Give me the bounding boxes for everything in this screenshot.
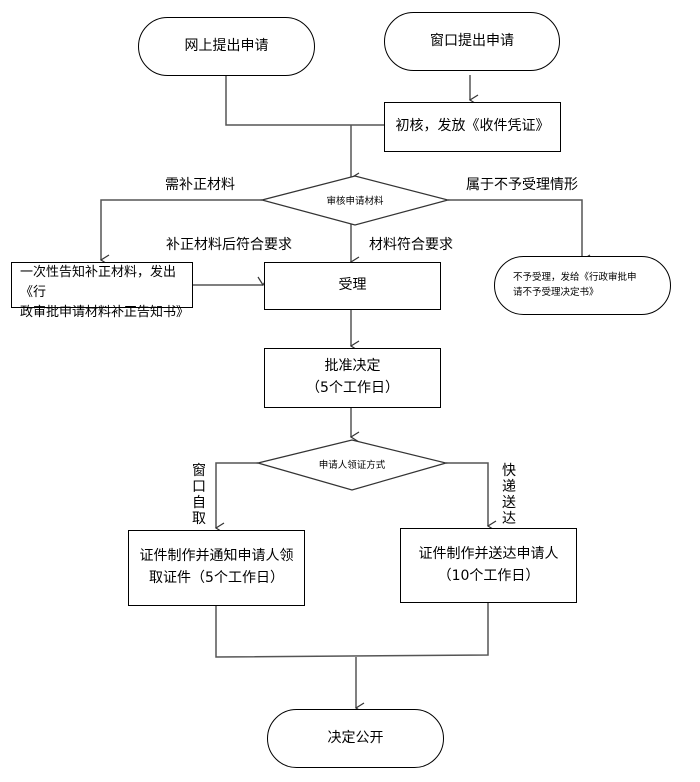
node-accept-text: 受理 [338,277,367,294]
node-supplement-notice: 一次性告知补正材料，发出《行 政审批申请材料补正告知书》 [11,262,193,320]
node-approve-line2: （5个工作日） [306,380,399,396]
node-reject: 不予受理，发给《行政审批申 请不予受理决定书》 [494,256,671,315]
edge-label-express-delivery: 快递送达 [502,463,516,527]
node-reject-line1: 不予受理，发给《行政审批申 [513,271,637,283]
edge-label-materials-ok: 材料符合要求 [369,237,453,253]
node-window-apply: 窗口提出申请 [384,12,560,71]
edge-pickup-to-merge [215,603,489,658]
node-window-apply-text: 窗口提出申请 [430,32,514,49]
edge-method-to-pickup [214,462,258,534]
review-decision-label: 审核申请材料 [326,196,384,207]
node-publish: 决定公开 [267,709,444,768]
edge-method-to-deliver [446,462,497,532]
node-reject-line2: 请不予受理决定书》 [513,286,599,298]
edge-review-to-supplement [99,199,262,266]
node-supplement-notice-line2: 政审批申请材料补正告知书》 [20,305,190,321]
node-deliver-line1: 证件制作并送达申请人 [418,545,559,562]
review-decision-diamond [259,175,451,226]
node-approve: 批准决定 （5个工作日） [264,348,441,408]
edge-label-not-accepted: 属于不予受理情形 [466,177,578,193]
edge-label-after-supplement: 补正材料后符合要求 [166,237,292,253]
edge-label-window-pickup: 窗口自取 [192,463,206,527]
edge-review-to-reject [448,199,591,266]
node-online-apply-text: 网上提出申请 [184,37,269,54]
edge-online-to-merge [225,75,388,126]
node-supplement-notice-line1: 一次性告知补正材料，发出《行 [20,265,177,301]
node-notify-pickup-line1: 证件制作并通知申请人领 [139,548,294,565]
node-initial-check: 初核，发放《收件凭证》 [384,102,561,152]
node-publish-text: 决定公开 [327,729,384,746]
node-initial-check-text: 初核，发放《收件凭证》 [395,118,550,135]
node-deliver: 证件制作并送达申请人 （10个工作日） [400,528,577,603]
node-notify-pickup: 证件制作并通知申请人领 取证件（5个工作日） [128,530,305,606]
edge-label-need-supplement: 需补正材料 [165,177,235,193]
node-notify-pickup-line2: 取证件（5个工作日） [149,570,284,586]
node-approve-line1: 批准决定 [324,358,381,375]
pickup-method-diamond [255,439,449,491]
node-accept: 受理 [264,262,441,310]
node-online-apply: 网上提出申请 [138,17,315,76]
pickup-method-label: 申请人领证方式 [318,460,386,471]
node-deliver-line2: （10个工作日） [437,567,540,584]
